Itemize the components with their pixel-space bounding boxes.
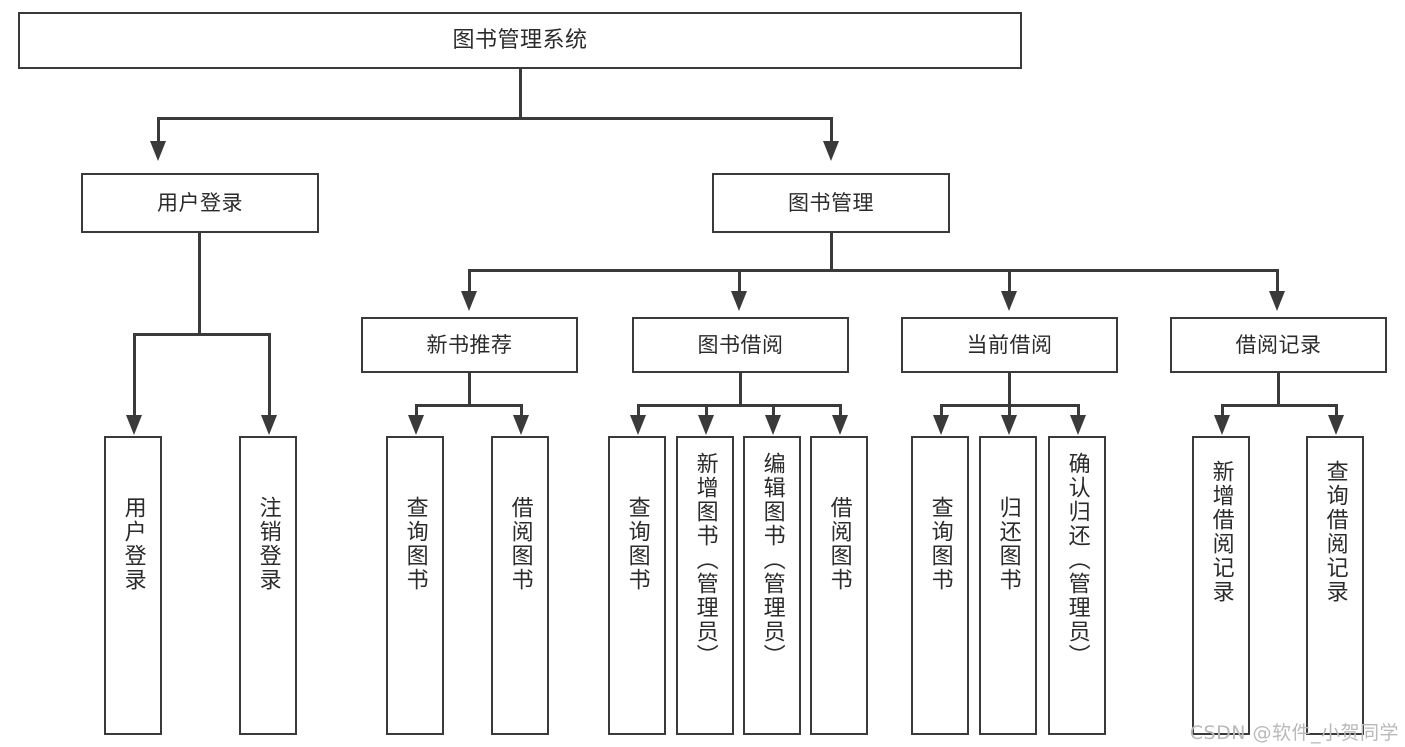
connector-new-book-stem (468, 373, 471, 406)
leaf-edit-book-admin[interactable]: 编辑图书（管理员） (743, 436, 801, 735)
leaf-add-borrow-record[interactable]: 新增借阅记录 (1192, 436, 1250, 735)
arrowhead-borrow-record (1269, 291, 1285, 311)
node-label: 新书推荐 (426, 332, 513, 357)
leaf-query-book-new[interactable]: 查询图书 (386, 436, 444, 735)
leaf-borrow-book[interactable]: 借阅图书 (810, 436, 868, 735)
node-label: 归还图书 (995, 496, 1021, 592)
node-label: 注销登录 (255, 496, 281, 592)
arrowhead-current-borrow-leaf-2 (1001, 415, 1017, 435)
arrowhead-to-book-mgmt (823, 141, 839, 161)
connector-new-book-drop-2 (520, 404, 523, 418)
node-label: 用户登录 (157, 190, 243, 215)
connector-root-bar (157, 117, 833, 120)
connector-borrow-record-bar (1221, 404, 1338, 407)
node-borrow-record[interactable]: 借阅记录 (1170, 317, 1387, 373)
connector-root-stem (519, 69, 522, 118)
connector-user-login-drop-2 (268, 333, 271, 418)
connector-book-mgmt-drop-2 (738, 269, 741, 293)
arrowhead-borrow-record-leaf-1 (1214, 415, 1230, 435)
leaf-add-book-admin[interactable]: 新增图书（管理员） (676, 436, 734, 735)
arrowhead-book-borrow-leaf-2 (698, 415, 714, 435)
node-label: 查询借阅记录 (1322, 460, 1348, 604)
connector-user-login-stem (198, 233, 201, 335)
node-label: 编辑图书（管理员） (759, 452, 785, 668)
node-new-book-recommend[interactable]: 新书推荐 (361, 317, 578, 373)
node-label: 借阅图书 (507, 496, 533, 592)
node-label: 新增图书（管理员） (692, 452, 718, 668)
connector-book-borrow-drop-1 (637, 404, 640, 418)
arrowhead-book-borrow-leaf-3 (765, 415, 781, 435)
arrowhead-current-borrow-leaf-3 (1070, 415, 1086, 435)
arrowhead-new-book-leaf-1 (408, 415, 424, 435)
connector-user-login-drop-1 (133, 333, 136, 418)
connector-book-mgmt-drop-3 (1008, 269, 1011, 293)
arrowhead-new-book-leaf-2 (513, 415, 529, 435)
node-label: 当前借阅 (966, 332, 1053, 357)
node-label: 借阅记录 (1235, 332, 1322, 357)
connector-current-borrow-drop-3 (1077, 404, 1080, 418)
connector-book-borrow-stem (739, 373, 742, 406)
node-label: 查询图书 (927, 496, 953, 592)
arrowhead-to-user-login (150, 141, 166, 161)
connector-book-mgmt-drop-1 (468, 269, 471, 293)
node-user-login[interactable]: 用户登录 (81, 173, 319, 233)
connector-current-borrow-drop-2 (1008, 404, 1011, 418)
node-label: 图书管理 (788, 190, 874, 215)
arrowhead-book-borrow-leaf-4 (832, 415, 848, 435)
arrowhead-new-book (461, 291, 477, 311)
leaf-query-book-borrow[interactable]: 查询图书 (608, 436, 666, 735)
node-book-management[interactable]: 图书管理 (712, 173, 950, 233)
node-label: 图书管理系统 (452, 27, 588, 53)
connector-user-login-bar (133, 333, 270, 336)
leaf-user-login[interactable]: 用户登录 (104, 436, 162, 735)
leaf-return-book[interactable]: 归还图书 (979, 436, 1037, 735)
connector-book-borrow-bar (637, 404, 842, 407)
connector-book-borrow-drop-4 (839, 404, 842, 418)
connector-new-book-drop-1 (415, 404, 418, 418)
arrowhead-borrow-record-leaf-2 (1328, 415, 1344, 435)
leaf-confirm-return-admin[interactable]: 确认归还（管理员） (1048, 436, 1106, 735)
node-current-borrow[interactable]: 当前借阅 (901, 317, 1118, 373)
node-root-system[interactable]: 图书管理系统 (18, 12, 1022, 69)
node-label: 用户登录 (120, 496, 146, 592)
connector-borrow-record-drop-2 (1335, 404, 1338, 418)
connector-root-to-user-login (157, 117, 160, 143)
node-label: 图书借阅 (697, 332, 784, 357)
leaf-logout[interactable]: 注销登录 (239, 436, 297, 735)
connector-root-to-book-mgmt (830, 117, 833, 143)
connector-new-book-bar (415, 404, 523, 407)
leaf-query-book-current[interactable]: 查询图书 (911, 436, 969, 735)
node-label: 新增借阅记录 (1208, 460, 1234, 604)
node-label: 借阅图书 (826, 496, 852, 592)
node-label: 确认归还（管理员） (1064, 452, 1090, 668)
node-label: 查询图书 (402, 496, 428, 592)
arrowhead-current-borrow (1001, 291, 1017, 311)
arrowhead-user-login-2 (261, 415, 277, 435)
connector-borrow-record-stem (1277, 373, 1280, 406)
connector-book-mgmt-drop-4 (1276, 269, 1279, 293)
connector-borrow-record-drop-1 (1221, 404, 1224, 418)
node-book-borrow[interactable]: 图书借阅 (632, 317, 849, 373)
arrowhead-book-borrow-leaf-1 (630, 415, 646, 435)
leaf-query-borrow-record[interactable]: 查询借阅记录 (1306, 436, 1364, 735)
connector-current-borrow-drop-1 (940, 404, 943, 418)
connector-book-borrow-drop-3 (772, 404, 775, 418)
node-label: 查询图书 (624, 496, 650, 592)
arrowhead-user-login-1 (126, 415, 142, 435)
connector-book-mgmt-stem (830, 233, 833, 271)
connector-book-borrow-drop-2 (705, 404, 708, 418)
arrowhead-book-borrow (731, 291, 747, 311)
arrowhead-current-borrow-leaf-1 (933, 415, 949, 435)
connector-current-borrow-stem (1008, 373, 1011, 406)
leaf-borrow-book-new[interactable]: 借阅图书 (491, 436, 549, 735)
connector-book-mgmt-bar (468, 269, 1279, 272)
